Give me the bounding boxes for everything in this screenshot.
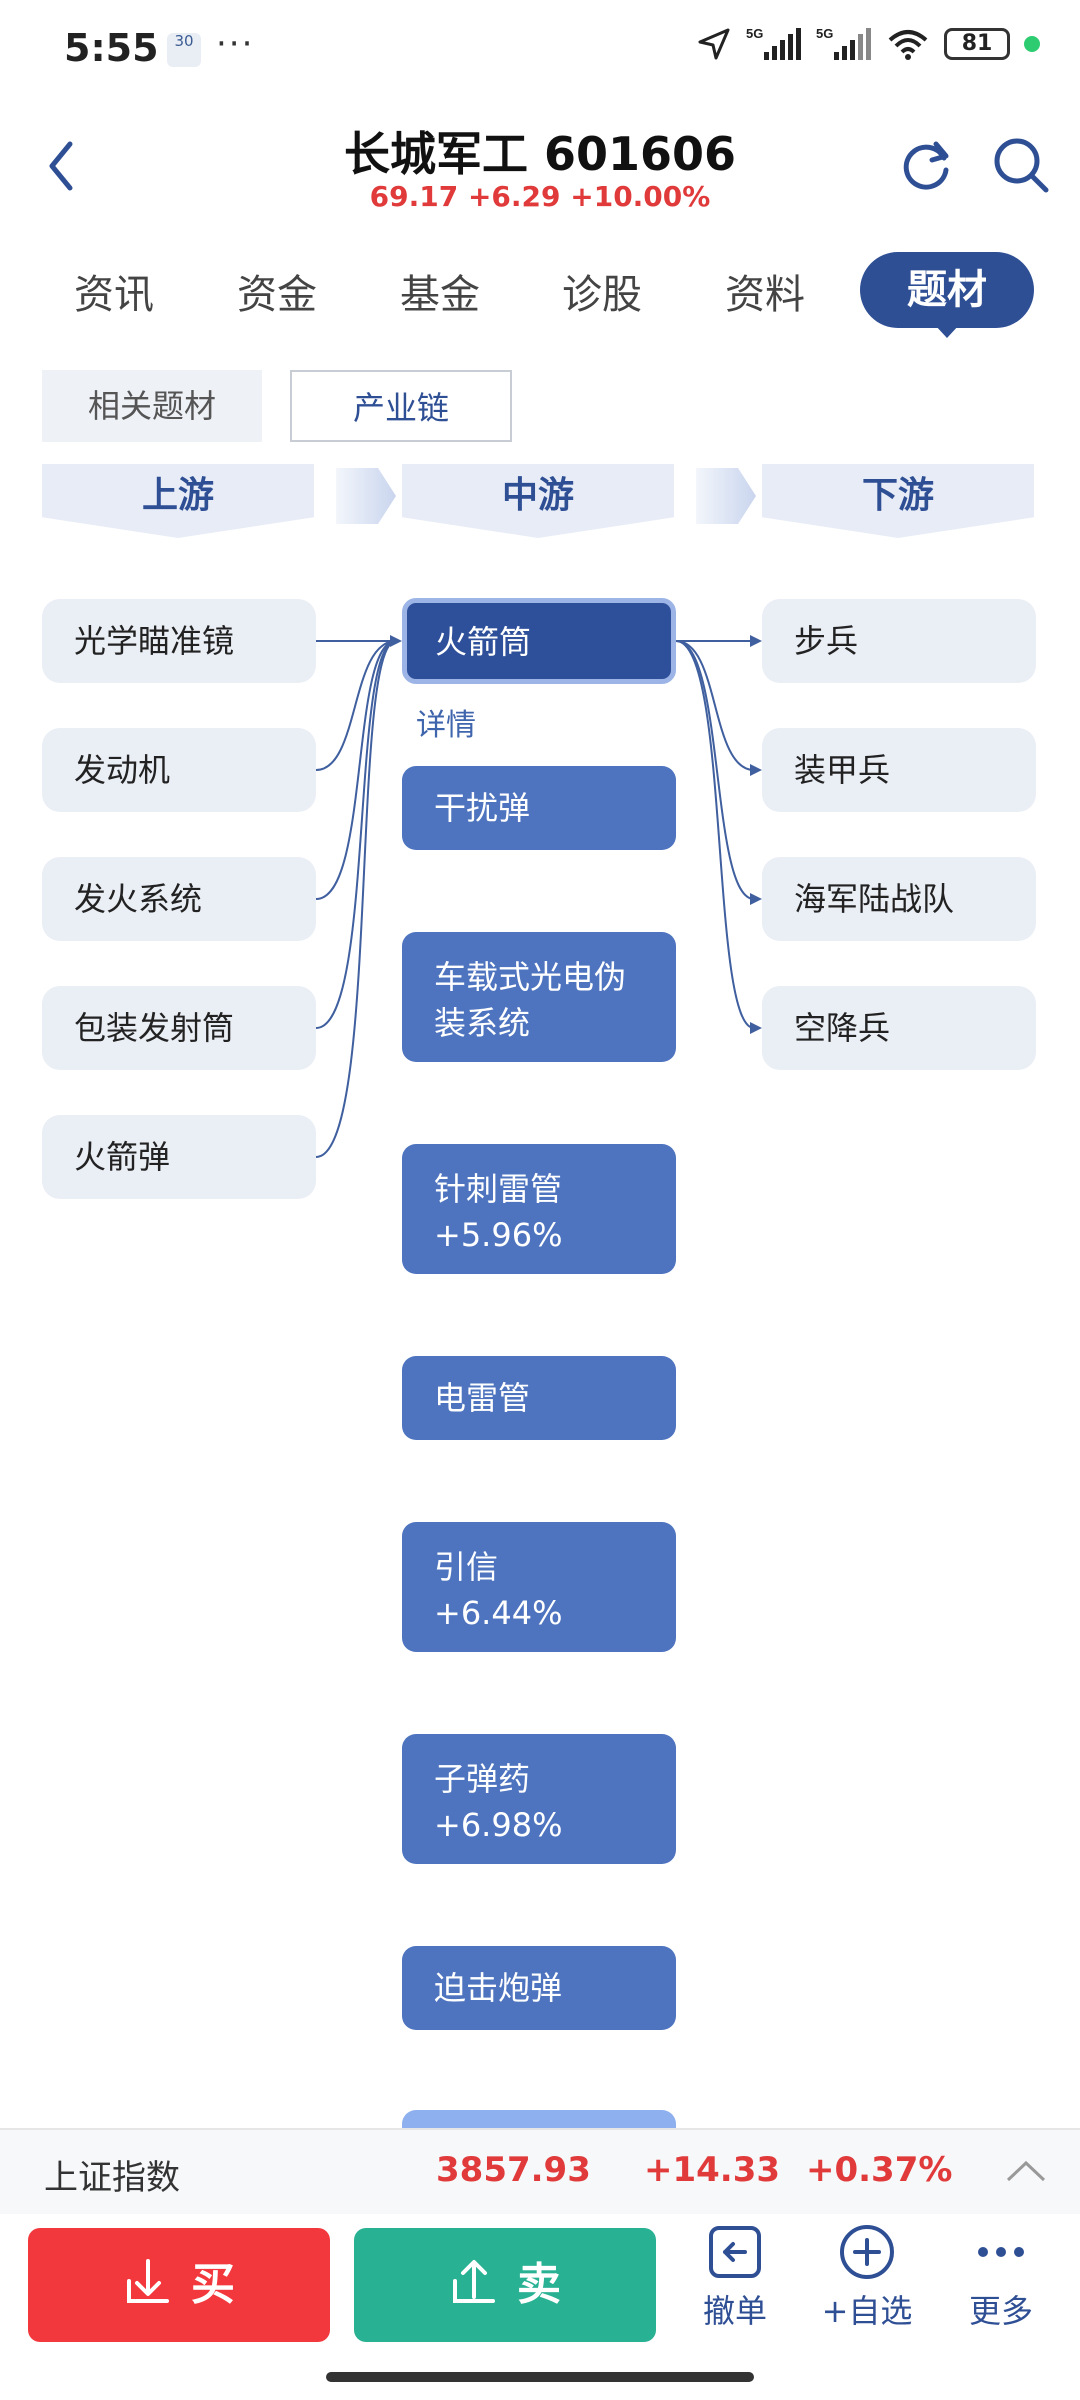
midstream-node[interactable]: 迫击炮弹 bbox=[402, 1946, 676, 2030]
more-notifications-icon: ··· bbox=[216, 24, 255, 64]
cancel-order-icon bbox=[709, 2226, 761, 2278]
detail-link[interactable]: 详情 bbox=[416, 708, 476, 743]
sell-arrow-icon bbox=[453, 2260, 495, 2303]
connector-line bbox=[675, 640, 755, 1029]
signal-5g-icon-2: 5G bbox=[816, 26, 871, 60]
midstream-node[interactable]: 电雷管 bbox=[402, 1356, 676, 1440]
sell-label: 卖 bbox=[517, 2259, 561, 2310]
tab-profile[interactable]: 资料 bbox=[725, 272, 805, 318]
buy-label: 买 bbox=[191, 2259, 235, 2310]
status-icons: 5G 5G 81 bbox=[696, 26, 1040, 62]
add-watchlist-button[interactable]: +自选 bbox=[812, 2222, 922, 2332]
search-button[interactable] bbox=[990, 134, 1052, 196]
plus-circle-icon bbox=[840, 2225, 894, 2279]
add-watchlist-label: +自选 bbox=[821, 2292, 913, 2330]
tab-diagnosis[interactable]: 诊股 bbox=[562, 272, 642, 318]
refresh-icon bbox=[903, 141, 949, 190]
chevron-up-icon[interactable] bbox=[1006, 2160, 1046, 2182]
downstream-node[interactable]: 装甲兵 bbox=[762, 728, 1036, 812]
tab-news[interactable]: 资讯 bbox=[74, 272, 154, 318]
refresh-button[interactable] bbox=[896, 136, 956, 196]
subtab-related-themes[interactable]: 相关题材 bbox=[42, 370, 262, 442]
more-label: 更多 bbox=[968, 2292, 1033, 2330]
node-label: 干扰弹 bbox=[434, 789, 531, 827]
location-arrow-icon bbox=[698, 28, 730, 60]
downstream-node[interactable]: 步兵 bbox=[762, 599, 1036, 683]
calendar-badge-icon: 30 bbox=[167, 33, 201, 67]
midstream-node-selected[interactable]: 火箭筒 bbox=[402, 598, 676, 684]
midstream-node-partial[interactable] bbox=[402, 2110, 676, 2130]
connector-line bbox=[315, 640, 397, 1029]
connector-line bbox=[315, 640, 397, 771]
connector-line bbox=[675, 640, 755, 771]
battery-icon: 81 bbox=[944, 28, 1010, 60]
stock-quote: 69.17 +6.29 +10.00% bbox=[369, 180, 711, 213]
svg-text:5G: 5G bbox=[746, 26, 763, 41]
arrowhead bbox=[750, 893, 762, 905]
cancel-order-label: 撤单 bbox=[702, 2292, 767, 2330]
midstream-node[interactable]: 子弹药 +6.98% bbox=[402, 1734, 676, 1864]
back-button[interactable] bbox=[40, 136, 90, 196]
wifi-icon bbox=[888, 30, 928, 60]
node-change: +5.96% bbox=[434, 1216, 563, 1254]
chevron-left-icon bbox=[49, 141, 73, 191]
chain-connectors bbox=[315, 635, 762, 1158]
arrowhead bbox=[750, 635, 762, 647]
connector-line bbox=[675, 640, 755, 900]
midstream-node[interactable]: 引信 +6.44% bbox=[402, 1522, 676, 1652]
midstream-node[interactable]: 针刺雷管 +5.96% bbox=[402, 1144, 676, 1274]
connector-line bbox=[315, 640, 397, 900]
svg-text:5G: 5G bbox=[816, 26, 833, 41]
index-percent: +0.37% bbox=[806, 2150, 953, 2190]
upstream-node[interactable]: 光学瞄准镜 bbox=[42, 599, 316, 683]
downstream-node[interactable]: 空降兵 bbox=[762, 986, 1036, 1070]
node-label: 车载式光电伪 bbox=[434, 958, 627, 996]
index-value: 3857.93 bbox=[436, 2150, 591, 2190]
index-name: 上证指数 bbox=[44, 2158, 180, 2198]
tab-funds[interactable]: 基金 bbox=[400, 272, 480, 318]
node-label: 迫击炮弹 bbox=[434, 1969, 563, 2007]
arrowhead bbox=[750, 1022, 762, 1034]
signal-5g-icon: 5G bbox=[746, 26, 801, 60]
active-tab-pointer bbox=[934, 324, 960, 338]
subtab-industry-chain[interactable]: 产业链 bbox=[290, 370, 512, 442]
arrowhead bbox=[390, 635, 402, 647]
node-label: 引信 bbox=[434, 1548, 499, 1586]
upstream-node[interactable]: 发动机 bbox=[42, 728, 316, 812]
node-label: 针刺雷管 bbox=[434, 1170, 563, 1208]
index-ticker-bar[interactable] bbox=[0, 2128, 1080, 2214]
status-time: 5:55 bbox=[64, 26, 159, 70]
sell-button[interactable]: 卖 bbox=[354, 2228, 656, 2342]
node-label: 子弹药 bbox=[434, 1760, 531, 1798]
privacy-indicator-icon bbox=[1024, 36, 1040, 52]
tab-capital[interactable]: 资金 bbox=[237, 272, 317, 318]
node-change: +6.44% bbox=[434, 1594, 563, 1632]
midstream-node[interactable]: 干扰弹 bbox=[402, 766, 676, 850]
index-change: +14.33 bbox=[644, 2150, 781, 2190]
node-label-line2: 装系统 bbox=[434, 1004, 531, 1042]
more-dots-icon bbox=[978, 2247, 1024, 2257]
page-title: 长城军工 601606 bbox=[343, 127, 737, 181]
arrowhead bbox=[750, 764, 762, 776]
upstream-node[interactable]: 包装发射筒 bbox=[42, 986, 316, 1070]
buy-button[interactable]: 买 bbox=[28, 2228, 330, 2342]
search-icon bbox=[994, 138, 1049, 193]
home-indicator[interactable] bbox=[326, 2372, 754, 2382]
upstream-node[interactable]: 火箭弹 bbox=[42, 1115, 316, 1199]
tab-theme[interactable]: 题材 bbox=[860, 252, 1034, 328]
node-change: +6.98% bbox=[434, 1806, 563, 1844]
downstream-node[interactable]: 海军陆战队 bbox=[762, 857, 1036, 941]
connector-line bbox=[315, 640, 397, 1158]
cancel-order-button[interactable]: 撤单 bbox=[680, 2222, 790, 2332]
upstream-node[interactable]: 发火系统 bbox=[42, 857, 316, 941]
more-button[interactable]: 更多 bbox=[946, 2222, 1056, 2332]
buy-arrow-icon bbox=[127, 2259, 169, 2303]
node-label: 电雷管 bbox=[434, 1379, 531, 1417]
midstream-node[interactable]: 车载式光电伪 装系统 bbox=[402, 932, 676, 1062]
